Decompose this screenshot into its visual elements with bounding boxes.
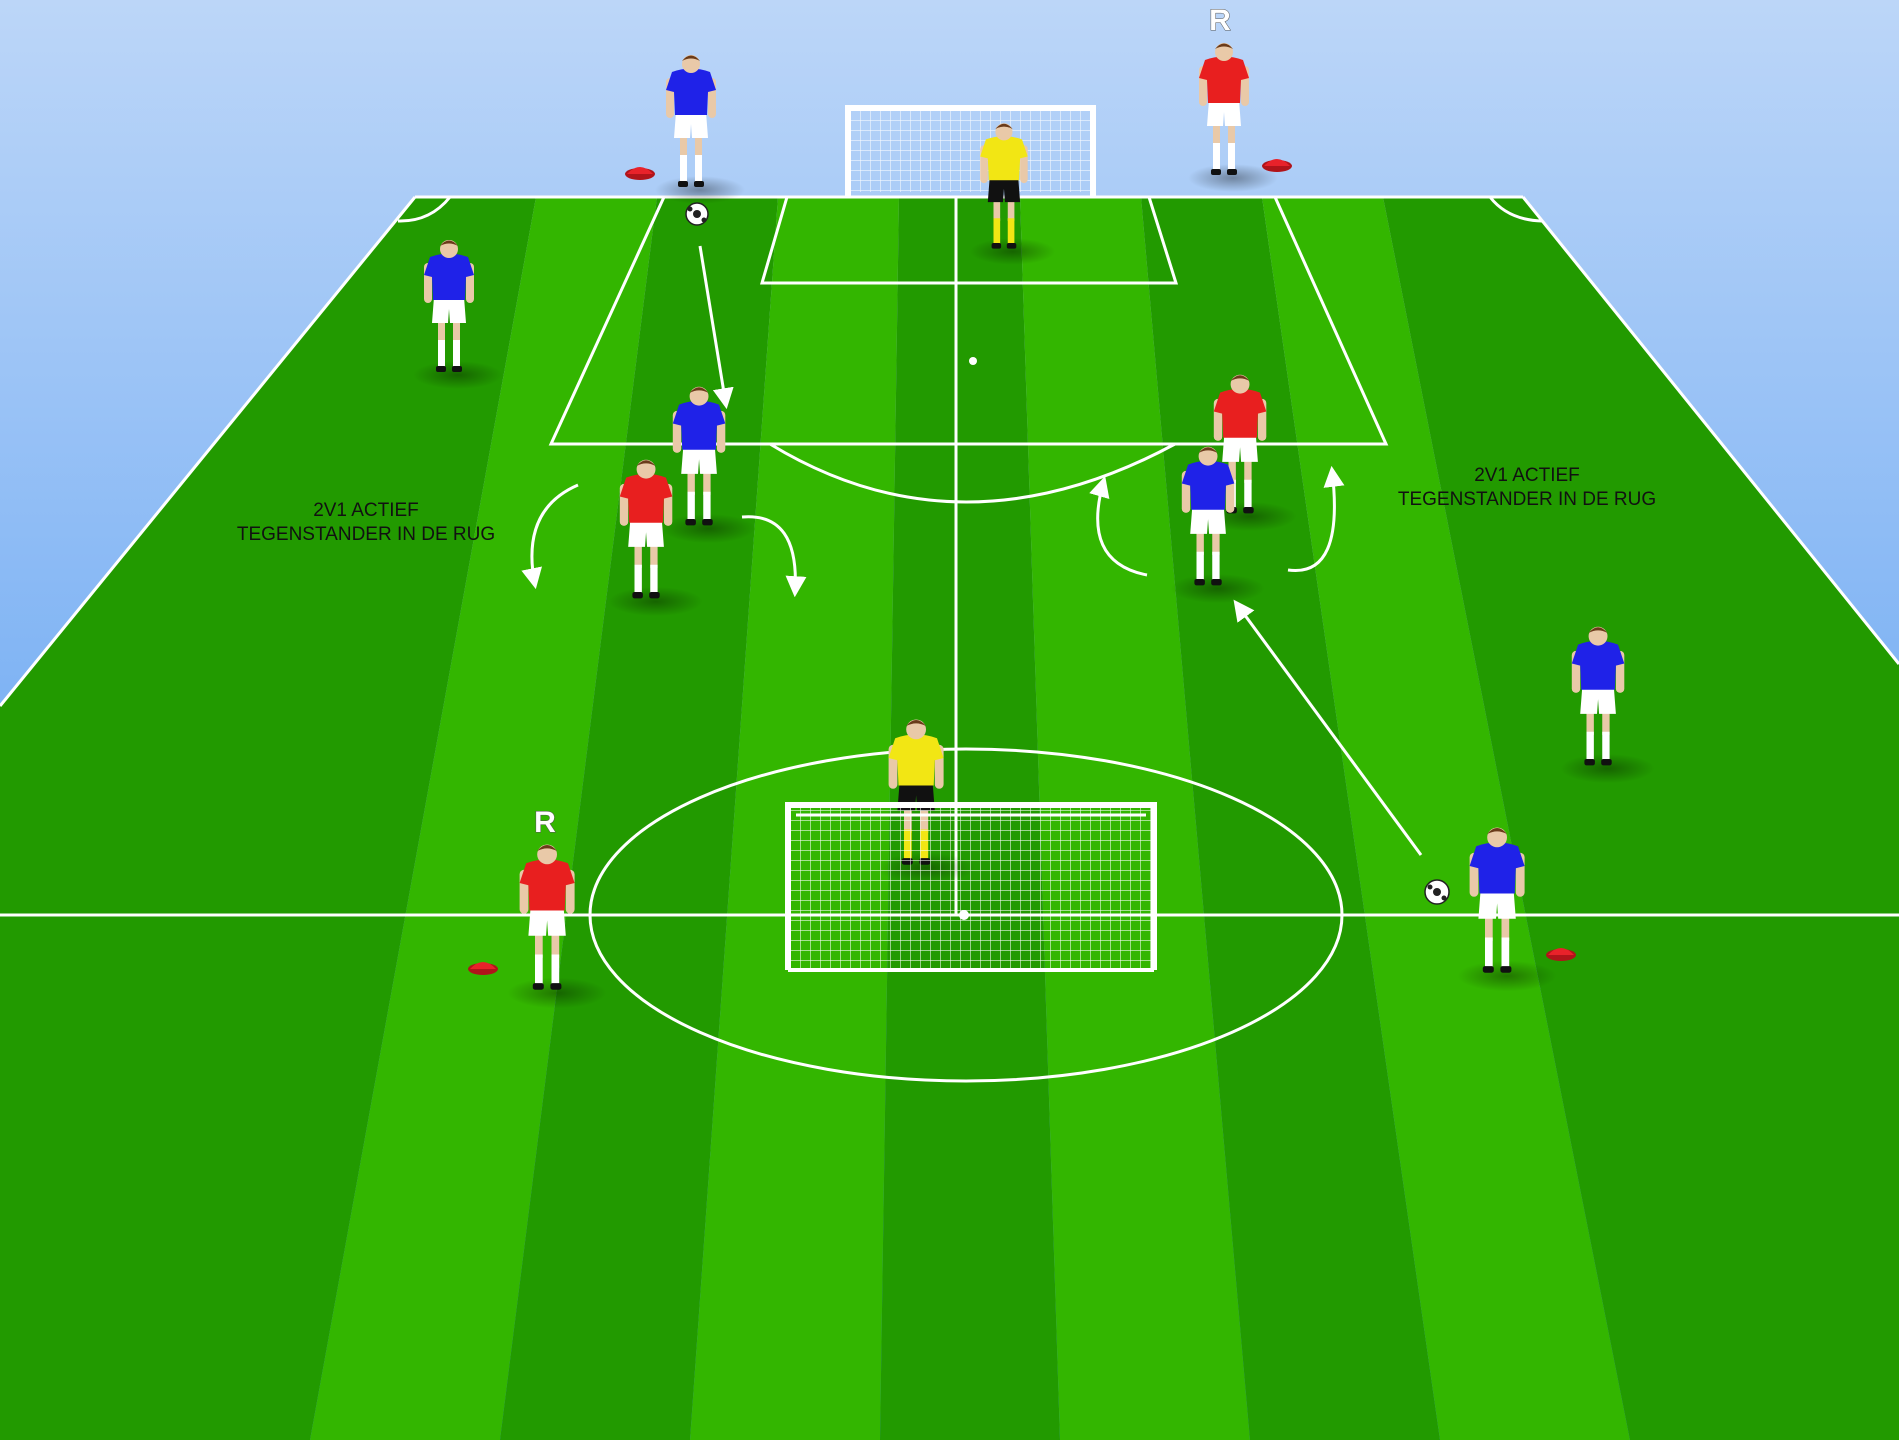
rotation-label-top: R <box>1209 4 1231 37</box>
bottom-goal <box>788 805 1154 970</box>
left-note-line2: TEGENSTANDER IN DE RUG <box>237 524 495 545</box>
left-note-line1: 2V1 ACTIEF <box>313 500 419 521</box>
ball-bottom <box>1425 880 1449 904</box>
ball-top <box>686 203 708 225</box>
goal-net <box>848 108 1091 192</box>
right-note-line1: 2V1 ACTIEF <box>1474 465 1580 486</box>
right-note-line2: TEGENSTANDER IN DE RUG <box>1398 489 1656 510</box>
rotation-label-bottom: R <box>534 806 556 839</box>
penalty-spot <box>969 357 977 365</box>
top-goal <box>848 108 1093 197</box>
goal-net <box>788 808 1154 968</box>
